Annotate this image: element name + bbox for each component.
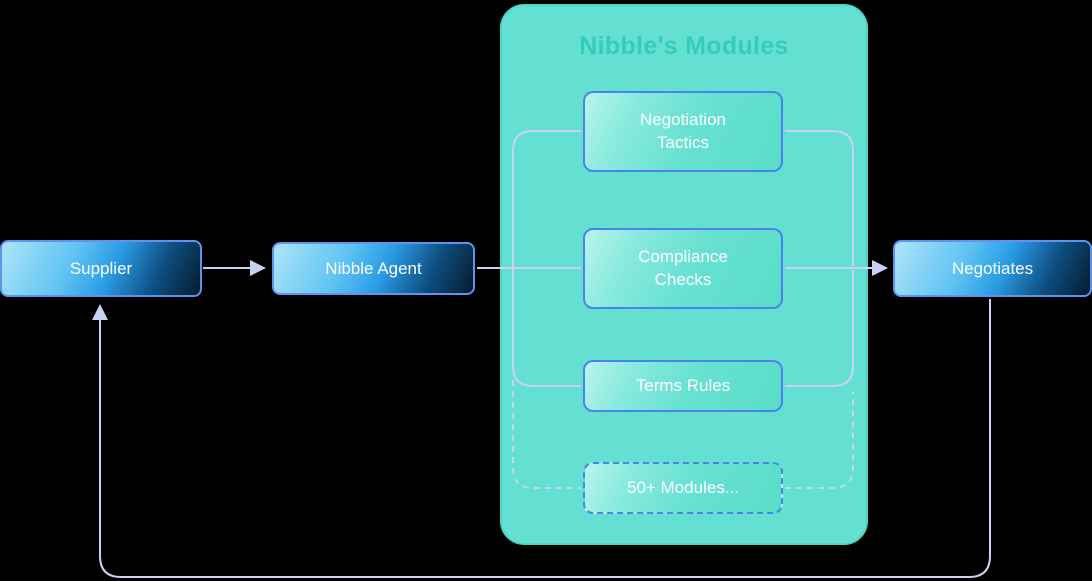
edge-fan-terms [512,268,581,387]
supplier-node: Supplier [0,240,202,297]
edge-more-out [785,392,854,489]
edge-fan-tactics [512,130,581,268]
edge-feedback-loop [92,299,991,578]
nibble-agent-node: Nibble Agent [272,242,475,295]
negotiates-node-label: Negotiates [951,258,1034,278]
edge-fan-more [512,380,581,489]
nibble-agent-node-label: Nibble Agent [325,258,422,278]
module-more-modules-label: 50+ Modules... [627,477,739,497]
module-negotiation-tactics: Negotiation Tactics [583,91,783,172]
module-compliance-checks-label: Compliance Checks [638,246,728,289]
module-negotiation-tactics-label: Negotiation Tactics [639,109,726,152]
module-terms-rules-label: Terms Rules [635,375,731,395]
module-compliance-checks: Compliance Checks [583,228,783,309]
edge-tactics-out [785,130,854,266]
edge-terms-out [785,270,854,387]
modules-panel-title: Nibble's Modules [579,32,789,60]
supplier-node-label: Supplier [69,258,133,278]
negotiates-node: Negotiates [893,240,1092,297]
module-terms-rules: Terms Rules [583,360,783,412]
module-more-modules: 50+ Modules... [583,462,783,514]
